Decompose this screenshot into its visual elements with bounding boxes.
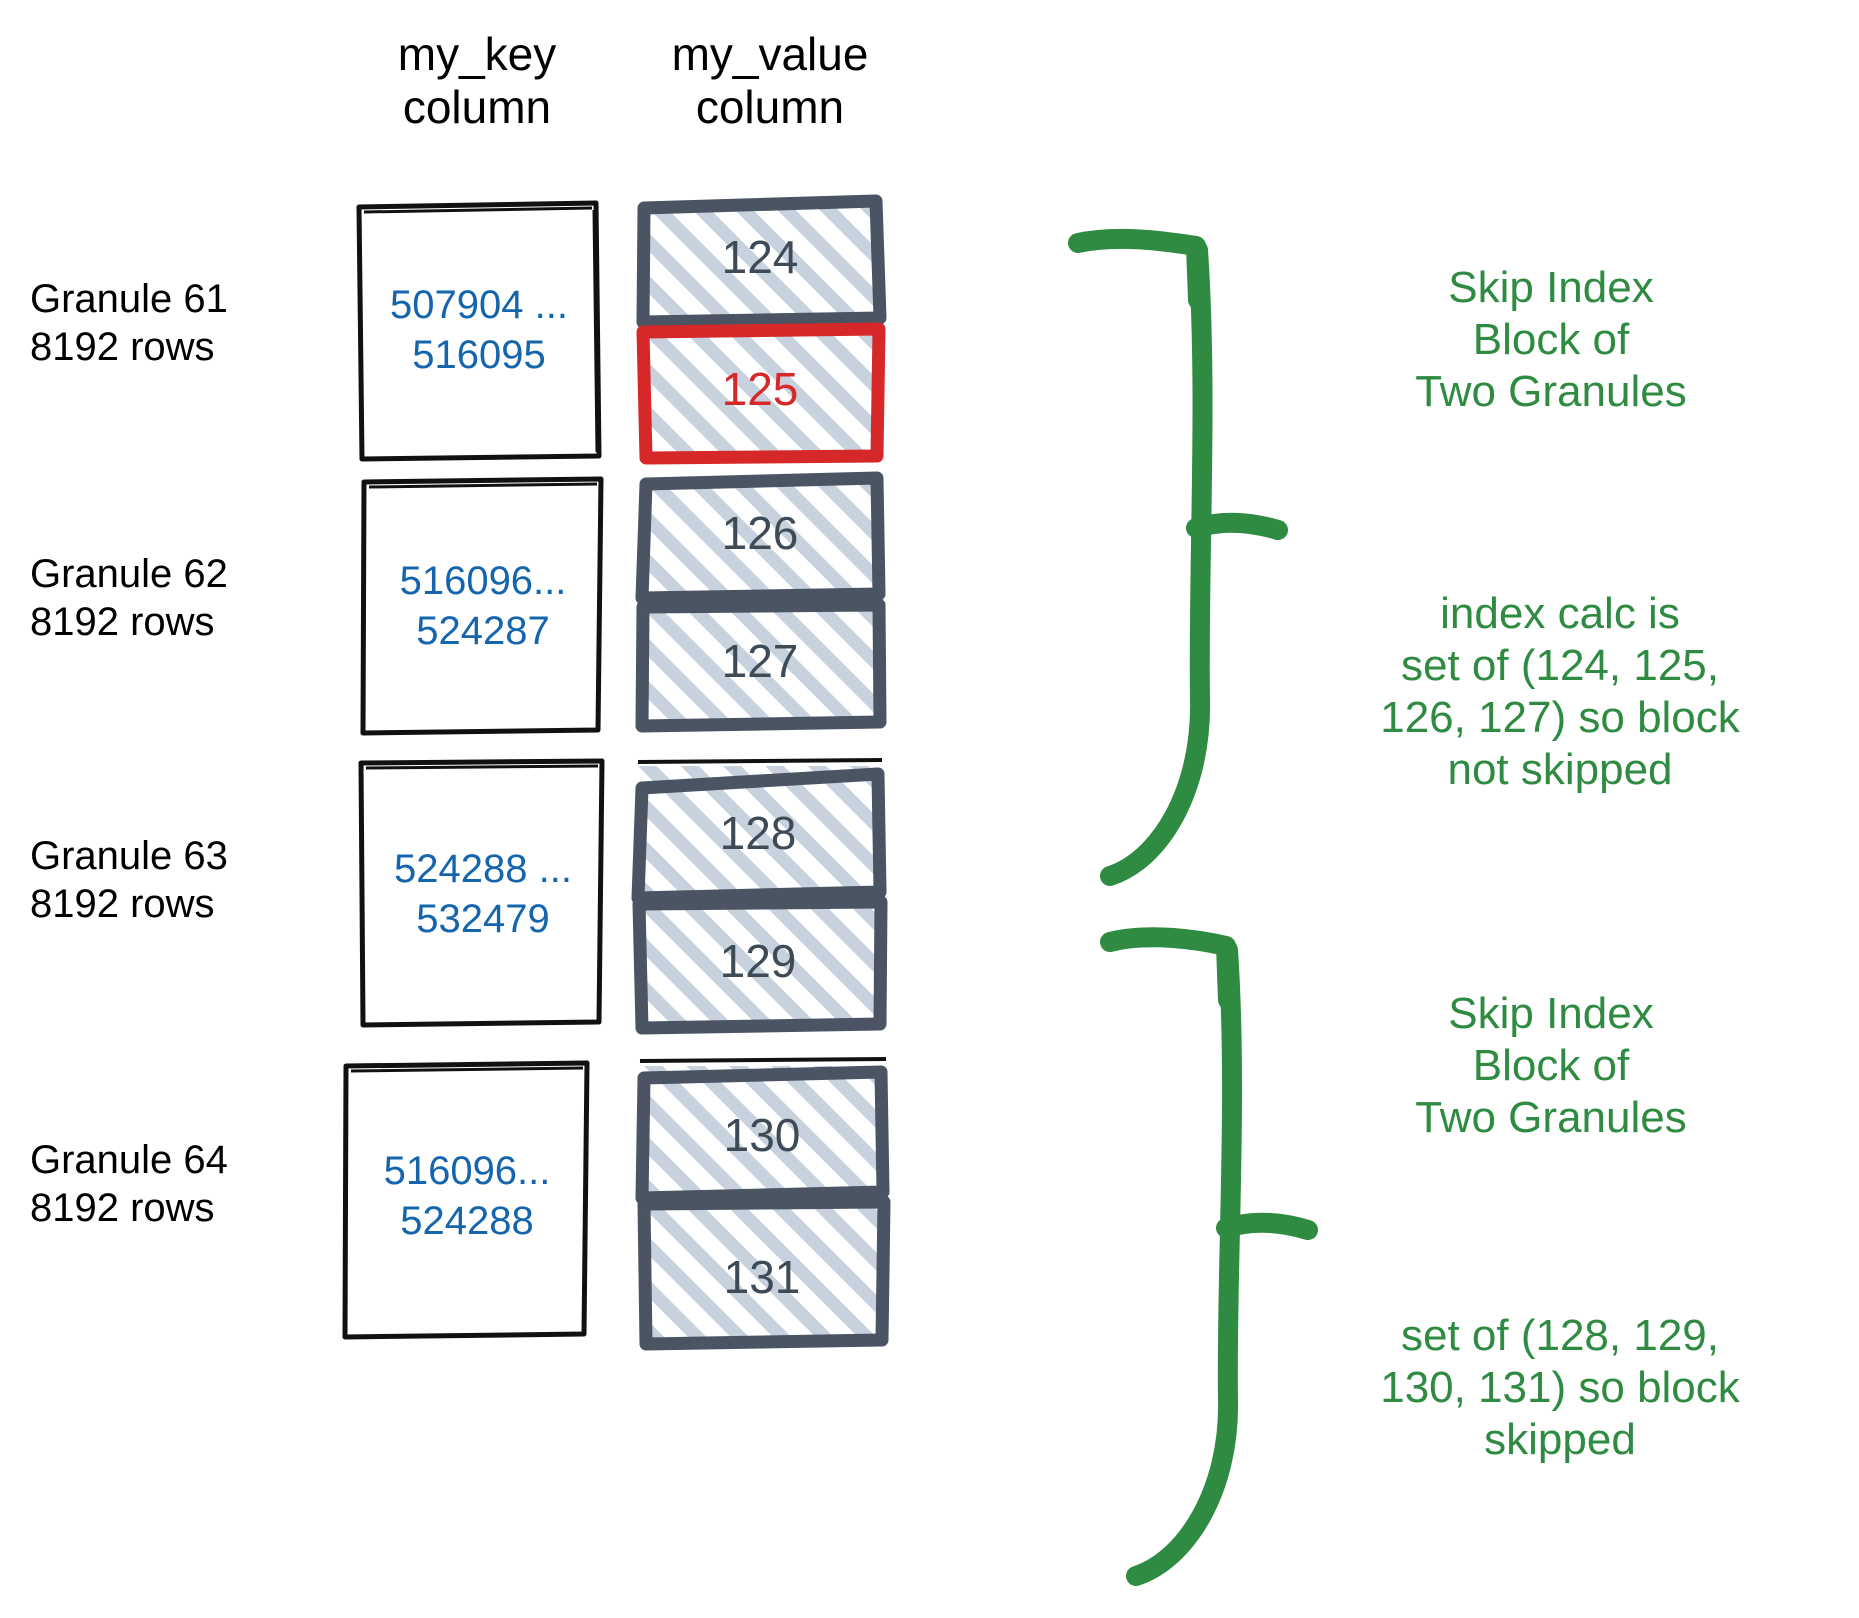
value-box-126: 126: [635, 471, 886, 605]
hatched-box-icon: [635, 598, 887, 733]
value-text-126: 126: [721, 507, 799, 559]
value-box-129: 129: [630, 895, 888, 1035]
key-box-granule-62: 516096... 524287: [360, 476, 606, 736]
key-box-granule-64: 516096... 524288: [342, 1060, 592, 1340]
hatched-box-icon: [635, 471, 886, 605]
value-box-125-highlighted: 125: [636, 322, 886, 465]
hatched-box-icon: [632, 895, 888, 1035]
key-box-outline-icon: [356, 200, 602, 462]
annotation-skip-index-block-2: Skip Index Block of Two Granules: [1415, 989, 1687, 1142]
value-box-131: 131: [634, 1195, 891, 1351]
value-text-127: 127: [721, 635, 799, 687]
granule-label-64: Granule 64 8192 rows: [30, 1138, 228, 1230]
key-box-outline-icon: [342, 1060, 590, 1340]
key-box-outline-icon: [360, 476, 604, 736]
value-text-128: 128: [719, 807, 797, 859]
granule-label-61: Granule 61 8192 rows: [30, 277, 228, 369]
value-text-131: 131: [723, 1251, 801, 1303]
value-box-124: 124: [636, 194, 887, 329]
key-box-granule-61: 507904 ... 516095: [356, 200, 602, 462]
hatched-box-icon: [631, 758, 887, 905]
key-range-granule-64: 516096... 524288: [383, 1149, 551, 1243]
granule-label-63: Granule 63 8192 rows: [30, 834, 228, 926]
value-text-130: 130: [723, 1109, 801, 1161]
hatched-box-icon: [636, 194, 887, 329]
key-range-granule-63: 524288 ... 532479: [394, 847, 572, 941]
my-value-column-header: my_value column: [671, 28, 869, 134]
annotation-skip-index-block-1: Skip Index Block of Two Granules: [1415, 263, 1687, 416]
hatched-box-icon: [635, 1057, 890, 1205]
value-box-127: 127: [635, 598, 887, 733]
key-box-outline-icon: [358, 758, 605, 1028]
my-key-column-header: my_key column: [397, 28, 557, 134]
annotation-set-of-skipped: set of (128, 129, 130, 131) so block ski…: [1380, 1311, 1740, 1464]
value-box-128: 128: [630, 758, 887, 905]
bracket-block-1: [1068, 228, 1288, 886]
key-range-granule-62: 516096... 524287: [399, 559, 567, 653]
key-box-granule-63: 524288 ... 532479: [358, 758, 608, 1028]
value-text-124: 124: [721, 231, 799, 283]
granule-label-62: Granule 62 8192 rows: [30, 552, 228, 644]
hatched-box-highlighted-icon: [636, 322, 886, 465]
value-text-125: 125: [721, 363, 799, 415]
annotation-index-calc-not-skipped: index calc is set of (124, 125, 126, 127…: [1380, 589, 1740, 794]
key-range-granule-61: 507904 ... 516095: [390, 283, 568, 377]
value-box-130: 130: [634, 1056, 890, 1205]
bracket-block-2: [1100, 927, 1318, 1586]
value-text-129: 129: [719, 935, 797, 987]
hatched-box-icon: [637, 1195, 891, 1351]
